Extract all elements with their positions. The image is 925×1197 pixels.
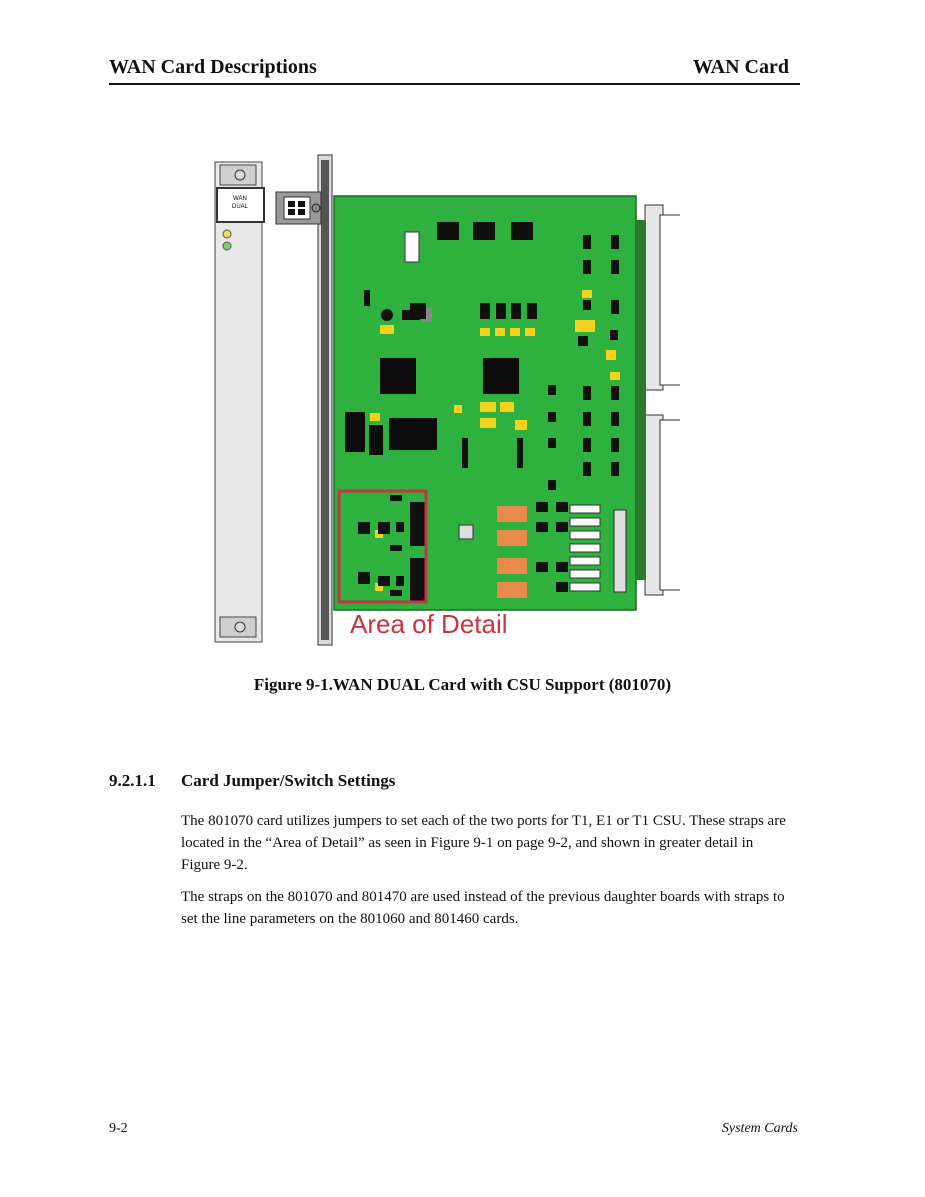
wan-card-illustration: WAN DUAL	[214, 154, 680, 646]
header-rule	[109, 83, 800, 85]
footer-title: System Cards	[721, 1121, 798, 1136]
detail-area-components	[358, 495, 426, 602]
header-section-title: WAN Card	[692, 56, 789, 78]
faceplate-label-line2: DUAL	[232, 204, 249, 210]
switch-bank	[458, 502, 627, 593]
body-paragraph: The 801070 card utilizes jumpers to set …	[181, 813, 786, 873]
yellow-components	[370, 290, 620, 591]
detail-box	[337, 489, 428, 604]
small-components	[364, 235, 619, 490]
ic-chips	[345, 222, 537, 455]
faceplate: WAN DUAL	[214, 161, 265, 643]
body-paragraph: The straps on the 801070 and 801470 are …	[181, 889, 785, 927]
section-number: 9.2.1.1	[109, 771, 156, 790]
relays	[497, 506, 527, 598]
card-rail	[275, 154, 357, 646]
area-of-detail-label: Area of Detail	[350, 609, 508, 639]
page-number: 9-2	[109, 1121, 128, 1136]
section-title: Card Jumper/Switch Settings	[181, 771, 396, 790]
header-chapter-title: WAN Card Descriptions	[109, 56, 317, 78]
faceplate-label-line1: WAN	[233, 196, 247, 202]
backplane-connector	[636, 204, 680, 596]
figure-caption: Figure 9-1.WAN DUAL Card with CSU Suppor…	[253, 675, 672, 694]
